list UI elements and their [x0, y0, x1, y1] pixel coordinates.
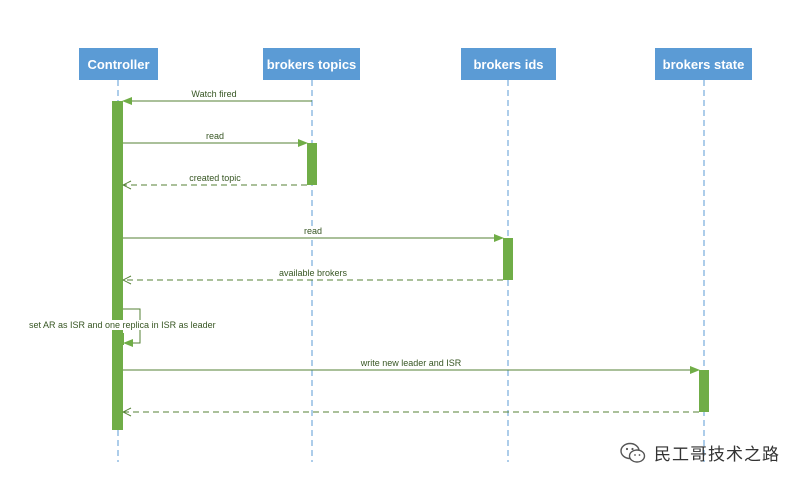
- activation-controller-self: [118, 333, 124, 345]
- message-label-bg: [27, 320, 266, 330]
- participant-brokers-topics: brokers topics: [263, 48, 360, 80]
- message-label: write new leader and ISR: [360, 358, 462, 368]
- message-label-bg: [179, 173, 251, 183]
- wechat-icon: [620, 442, 646, 463]
- message-label-bg: [300, 226, 326, 236]
- message-label-bg: [347, 358, 475, 368]
- message-label: read: [206, 131, 224, 141]
- message-label: created topic: [189, 173, 241, 183]
- watermark: 民工哥技术之路: [620, 440, 780, 465]
- activation-controller: [112, 101, 123, 430]
- activation-ids: [503, 238, 513, 280]
- watermark-text: 民工哥技术之路: [654, 445, 780, 465]
- message-label-bg: [267, 268, 359, 278]
- participant-controller: Controller: [79, 48, 158, 80]
- message-label: available brokers: [279, 268, 348, 278]
- message-label: read: [304, 226, 322, 236]
- participant-brokers-state: brokers state: [655, 48, 752, 80]
- message-label-bg: [202, 131, 228, 141]
- message-label-bg: [183, 89, 245, 99]
- participant-brokers-ids: brokers ids: [461, 48, 556, 80]
- message-label: set AR as ISR and one replica in ISR as …: [29, 320, 216, 330]
- message-label: Watch fired: [191, 89, 236, 99]
- activation-state: [699, 370, 709, 412]
- activation-topics: [307, 143, 317, 185]
